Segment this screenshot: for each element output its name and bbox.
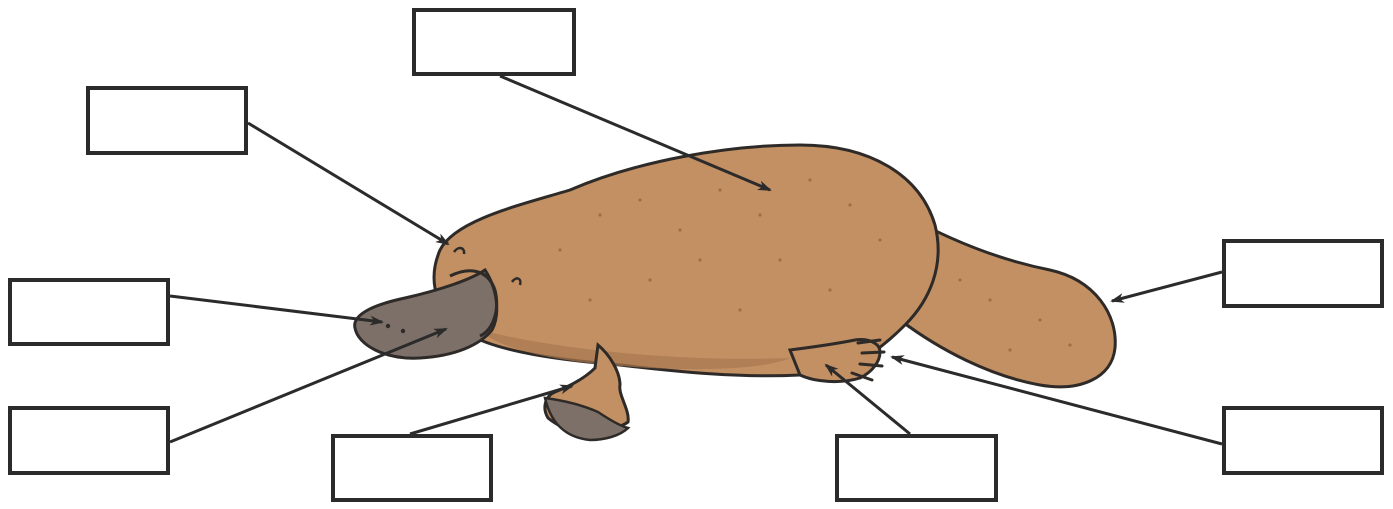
leader-line-bill [170,329,446,442]
label-box-front-foot[interactable] [331,434,493,502]
leader-line-nostrils [170,296,382,322]
label-box-nostrils[interactable] [8,278,170,346]
label-box-bill[interactable] [8,406,170,475]
leader-line-back-foot [826,365,910,434]
label-box-tail[interactable] [1222,239,1384,308]
nostril [401,329,405,333]
label-box-claws[interactable] [1222,406,1384,475]
label-box-eye[interactable] [86,86,248,155]
label-box-back-foot[interactable] [835,434,998,502]
leader-line-tail [1112,272,1222,301]
platypus-bill [355,270,497,358]
leader-line-eye [248,123,448,244]
label-box-fur[interactable] [412,8,576,76]
nostril [386,324,390,328]
